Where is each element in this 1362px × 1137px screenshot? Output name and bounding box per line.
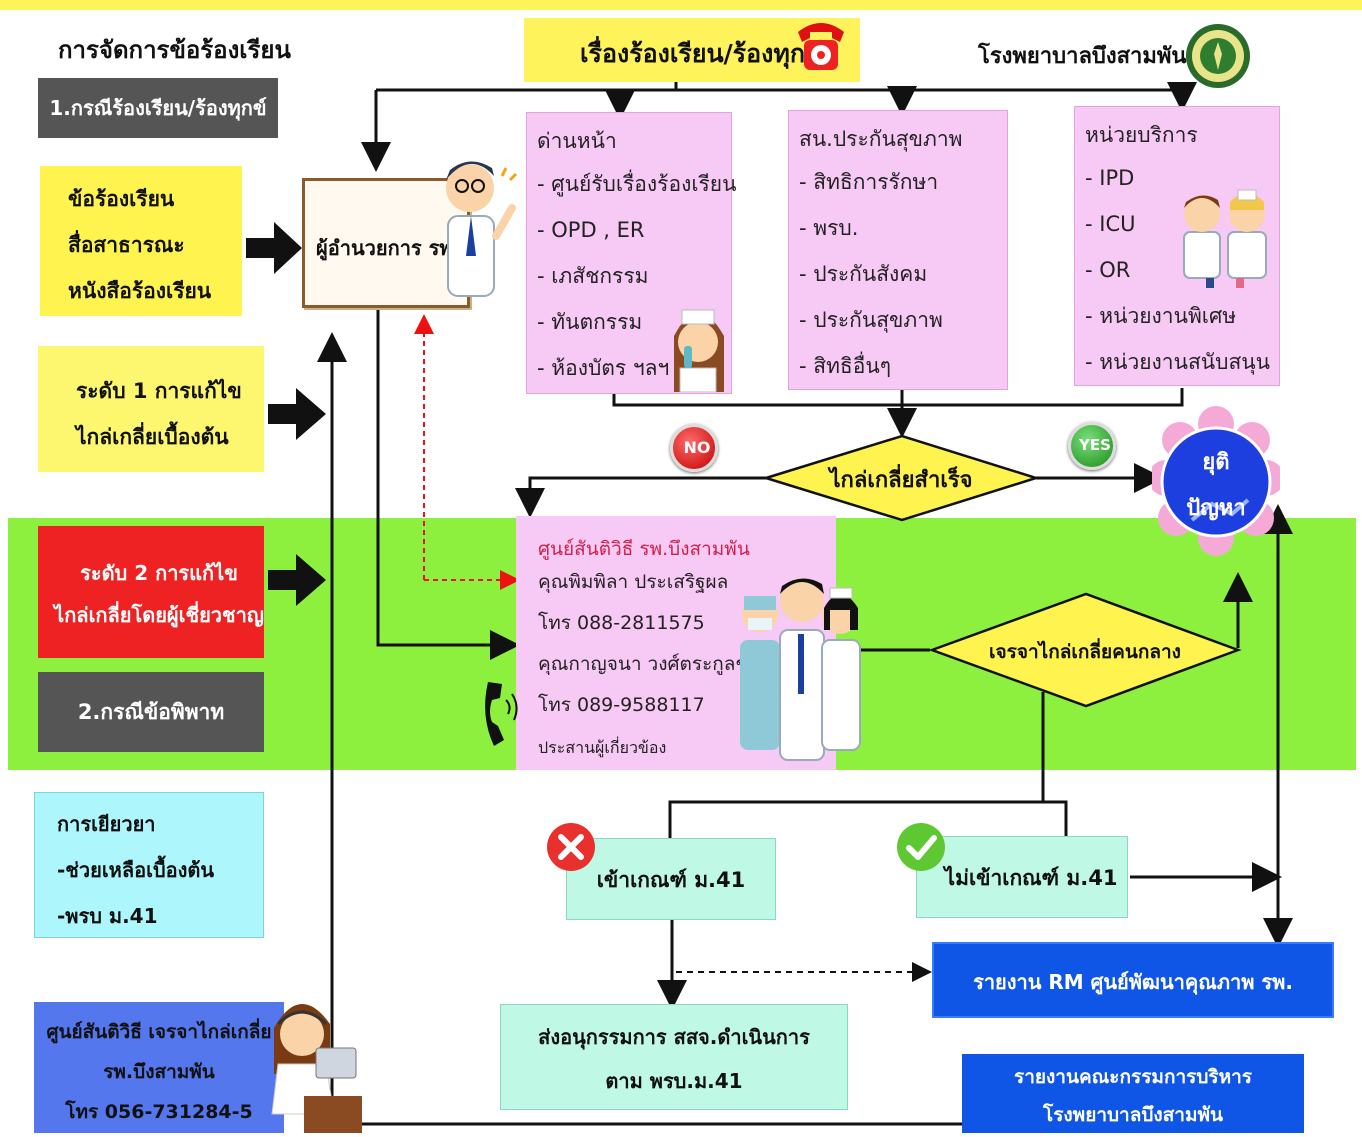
frontline-item: - เภสัชกรรม — [537, 264, 649, 288]
service-unit-title: หน่วยบริการ — [1085, 123, 1198, 147]
yes-badge — [1068, 422, 1116, 470]
health-insurance-item: - ประกันสังคม — [799, 262, 928, 286]
service-unit-box: หน่วยบริการ - IPD - ICU - OR - หน่วยงานพ… — [1074, 106, 1280, 386]
subcommittee-line: ตาม พรบ.ม.41 — [605, 1069, 743, 1093]
level2-line: ระดับ 2 การแก้ไข — [80, 561, 238, 585]
level1-box: ระดับ 1 การแก้ไข ไกล่เกลี่ยเบื้องต้น — [38, 346, 264, 472]
problem-resolved-text: ยุติ ปัญหา — [1170, 440, 1262, 532]
remedy-line: การเยียวยา — [57, 812, 156, 836]
management-title: การจัดการข้อร้องเรียน — [58, 36, 291, 64]
contact-center-box: ศูนย์สันติวิธี เจรจาไกล่เกลี่ย รพ.บึงสาม… — [34, 1002, 284, 1133]
level1-line: ระดับ 1 การแก้ไข — [76, 379, 242, 403]
contact-center-line: รพ.บึงสามพัน — [103, 1061, 215, 1083]
hospital-name: โรงพยาบาลบึงสามพัน — [978, 44, 1187, 69]
mediation-success-decision: ไกล่เกลี่ยสำเร็จ — [829, 468, 973, 493]
director-box — [302, 178, 470, 308]
service-unit-item: - IPD — [1085, 166, 1135, 190]
subcommittee-box: ส่งอนุกรรมการ สสจ.ดำเนินการ ตาม พรบ.ม.41 — [500, 1004, 848, 1110]
frontline-item: - ทันตกรรม — [537, 310, 643, 334]
case1-label: 1.กรณีร้องเรียน/ร้องทุกข์ — [38, 78, 278, 138]
not-qualified-box — [916, 836, 1128, 918]
hospital-seal-icon — [1184, 22, 1252, 90]
doctor-pointing-icon — [436, 146, 522, 302]
director-label: ผู้อำนวยการ รพ. — [316, 236, 461, 260]
peace-center-line: โทร 088-2811575 — [538, 612, 705, 634]
frontline-item: - ศูนย์รับเรื่องร้องเรียน — [537, 172, 737, 196]
complaint-title: เรื่องร้องเรียน/ร้องทุกข์ — [580, 39, 823, 68]
top-accent-bar — [0, 0, 1362, 10]
report-board-line: รายงานคณะกรรมการบริหาร — [1014, 1066, 1252, 1088]
frontline-item: - ห้องบัตร ฯลฯ — [537, 356, 670, 380]
remedy-box: การเยียวยา -ช่วยเหลือเบื้องต้น -พรบ ม.41 — [34, 792, 264, 938]
report-rm-label: รายงาน RM ศูนย์พัฒนาคุณภาพ รพ. — [973, 970, 1293, 994]
complaint-sources-box: ข้อร้องเรียน สื่อสาธารณะ หนังสือร้องเรีย… — [40, 166, 242, 316]
source-item: หนังสือร้องเรียน — [68, 279, 212, 303]
qualified-label: เข้าเกณฑ์ ม.41 — [596, 868, 746, 892]
level2-line: ไกล่เกลี่ยโดยผู้เชี่ยวชาญ — [54, 603, 264, 627]
service-unit-item: - หน่วยงานพิเศษ — [1085, 304, 1237, 328]
problem-resolved-badge — [1148, 404, 1284, 564]
contact-center-line: ศูนย์สันติวิธี เจรจาไกล่เกลี่ย — [46, 1021, 272, 1043]
subcommittee-line: ส่งอนุกรรมการ สสจ.ดำเนินการ — [538, 1025, 810, 1049]
peace-center-line: คุณกาญจนา วงศ์ตระกูลชัย — [538, 653, 760, 675]
phone-handset-icon — [478, 676, 522, 756]
medical-team-icon — [736, 570, 866, 770]
frontline-item: - OPD , ER — [537, 218, 645, 242]
peace-center-title: ศูนย์สันติวิธี รพ.บึงสามพัน — [538, 538, 750, 560]
health-insurance-item: - พรบ. — [799, 216, 859, 240]
peace-center-line: คุณพิมพิลา ประเสริฐผล — [538, 571, 729, 593]
check-mark-icon — [896, 822, 946, 872]
remedy-line: -พรบ ม.41 — [57, 904, 158, 928]
service-unit-item: - OR — [1085, 258, 1131, 282]
level1-line: ไกล่เกลี่ยเบื้องต้น — [76, 425, 229, 449]
yes-label: YES — [1079, 436, 1111, 454]
peace-center-contacts: คุณพิมพิลา ประเสริฐผล โทร 088-2811575 คุ… — [538, 562, 759, 726]
no-label: NO — [683, 438, 711, 457]
remedy-line: -ช่วยเหลือเบื้องต้น — [57, 858, 215, 882]
health-insurance-box: สน.ประกันสุขภาพ - สิทธิการรักษา - พรบ. -… — [788, 110, 1008, 390]
source-item: สื่อสาธารณะ — [68, 233, 185, 257]
report-board-box: รายงานคณะกรรมการบริหาร โรงพยาบาลบึงสามพั… — [962, 1054, 1304, 1133]
health-insurance-title: สน.ประกันสุขภาพ — [799, 127, 963, 151]
call-center-woman-icon — [264, 984, 362, 1133]
report-board-line: โรงพยาบาลบึงสามพัน — [1042, 1104, 1224, 1126]
mediator-negotiation-decision: เจรจาไกล่เกลี่ยคนกลาง — [989, 641, 1181, 663]
frontline-title: ด่านหน้า — [537, 129, 617, 153]
health-insurance-item: - สิทธิอื่นๆ — [799, 354, 891, 378]
telephone-icon — [792, 10, 850, 74]
source-item: ข้อร้องเรียน — [68, 187, 175, 211]
cross-mark-icon — [546, 822, 596, 872]
resolved-line: ยุติ — [1202, 450, 1230, 475]
health-insurance-item: - ประกันสุขภาพ — [799, 308, 943, 332]
sources-arrow — [246, 222, 302, 274]
qualified-box — [566, 838, 776, 920]
health-insurance-item: - สิทธิการรักษา — [799, 170, 939, 194]
coordinate-note: ประสานผู้เกี่ยวข้อง — [538, 738, 667, 757]
kids-doctor-nurse-icon — [1176, 180, 1274, 290]
service-unit-item: - ICU — [1085, 212, 1136, 236]
peace-center-line: โทร 089-9588117 — [538, 694, 705, 716]
nurse-phone-icon — [664, 296, 732, 393]
report-rm-box — [932, 942, 1334, 1018]
service-unit-item: - หน่วยงานสนับสนุน — [1085, 350, 1270, 374]
no-badge — [670, 424, 718, 472]
contact-center-line: โทร 056-731284-5 — [65, 1101, 253, 1123]
resolved-line: ปัญหา — [1186, 496, 1246, 521]
level2-box: ระดับ 2 การแก้ไข ไกล่เกลี่ยโดยผู้เชี่ยวช… — [38, 526, 264, 658]
case2-label: 2.กรณีข้อพิพาท — [38, 672, 264, 752]
not-qualified-label: ไม่เข้าเกณฑ์ ม.41 — [944, 866, 1118, 890]
